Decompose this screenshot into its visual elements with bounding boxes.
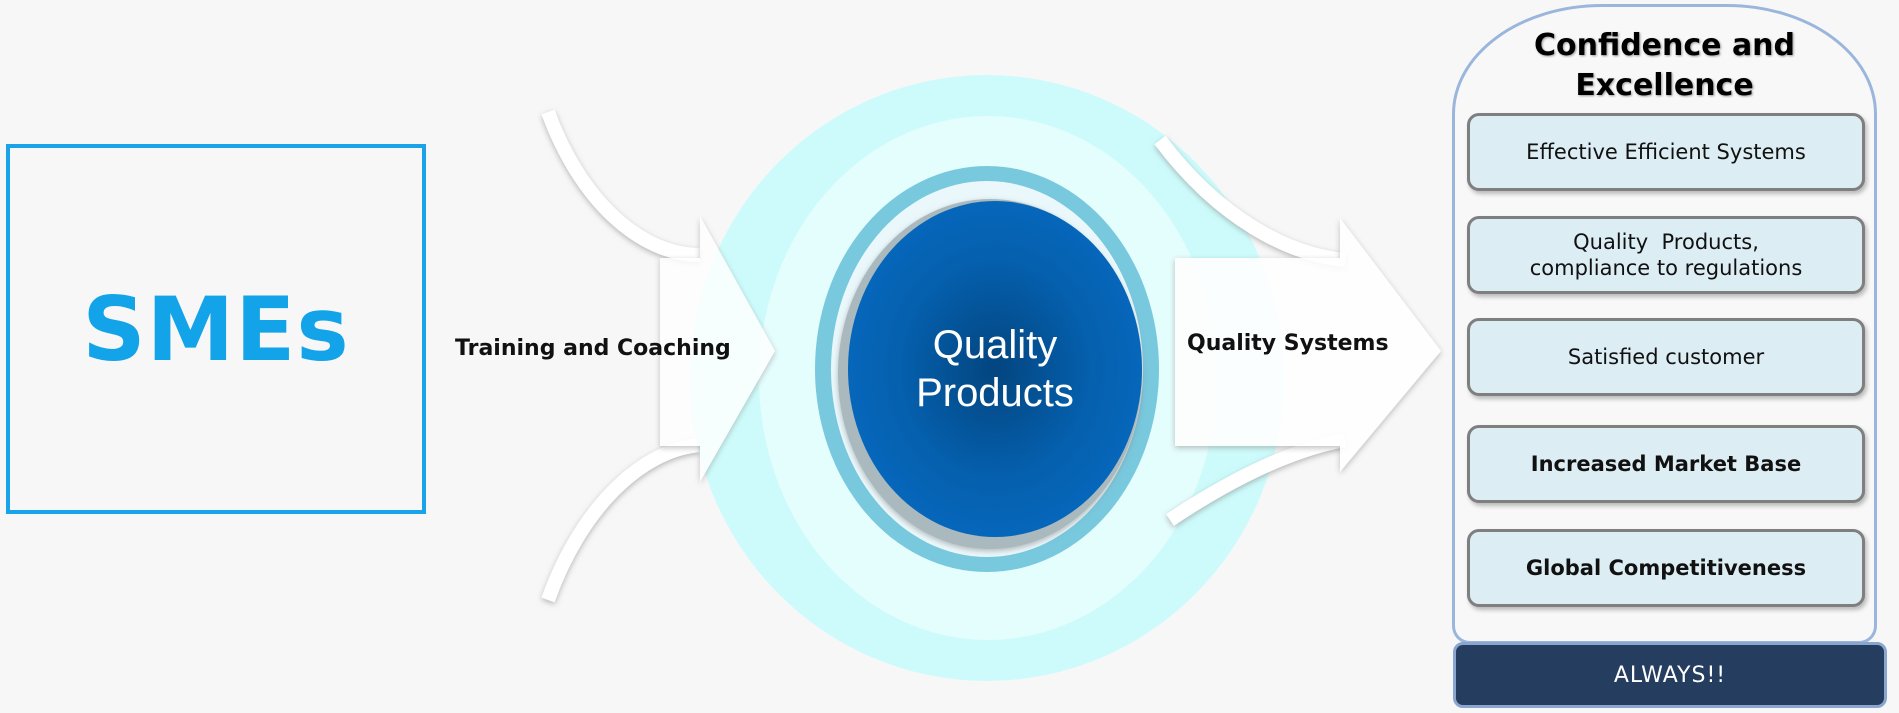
smes-box: SMEs <box>6 144 426 514</box>
outcome-text: Global Competitiveness <box>1525 556 1807 580</box>
outcome-item: Increased Market Base <box>1467 425 1865 503</box>
input-arrow-label: Training and Coaching <box>455 336 731 361</box>
input-arrow <box>660 216 775 482</box>
outcome-text: Increased Market Base <box>1530 452 1802 476</box>
outcome-text: Effective Efficient Systems <box>1526 140 1806 164</box>
always-banner: ALWAYS!! <box>1453 642 1887 708</box>
smes-title: SMEs <box>82 277 350 381</box>
core-circle <box>848 201 1142 537</box>
center-label-line1: Quality <box>932 323 1058 367</box>
curved-arrow-top-right <box>1154 135 1346 267</box>
panel-title-line1: Confidence and <box>1533 28 1796 63</box>
curved-arrow-bottom-left <box>541 438 701 603</box>
outcome-item: Satisfied customer <box>1467 318 1865 396</box>
center-label-line2: Products <box>916 371 1074 415</box>
outcome-text: Quality Products, <box>1573 230 1759 254</box>
curved-arrow-top-left <box>541 109 701 262</box>
outcome-text: compliance to regulations <box>1529 256 1803 280</box>
output-arrow-label: Quality Systems <box>1187 331 1389 356</box>
outcome-text: Satisfied customer <box>1567 345 1765 369</box>
panel-title: Confidence and Excellence <box>1452 26 1877 106</box>
outcome-item: Quality Products,compliance to regulatio… <box>1467 216 1865 294</box>
outcome-item: Effective Efficient Systems <box>1467 113 1865 191</box>
output-arrow <box>1175 218 1441 472</box>
center-label: Quality Products <box>848 201 1142 537</box>
outcome-item: Global Competitiveness <box>1467 529 1865 607</box>
panel-title-line2: Excellence <box>1575 68 1754 103</box>
